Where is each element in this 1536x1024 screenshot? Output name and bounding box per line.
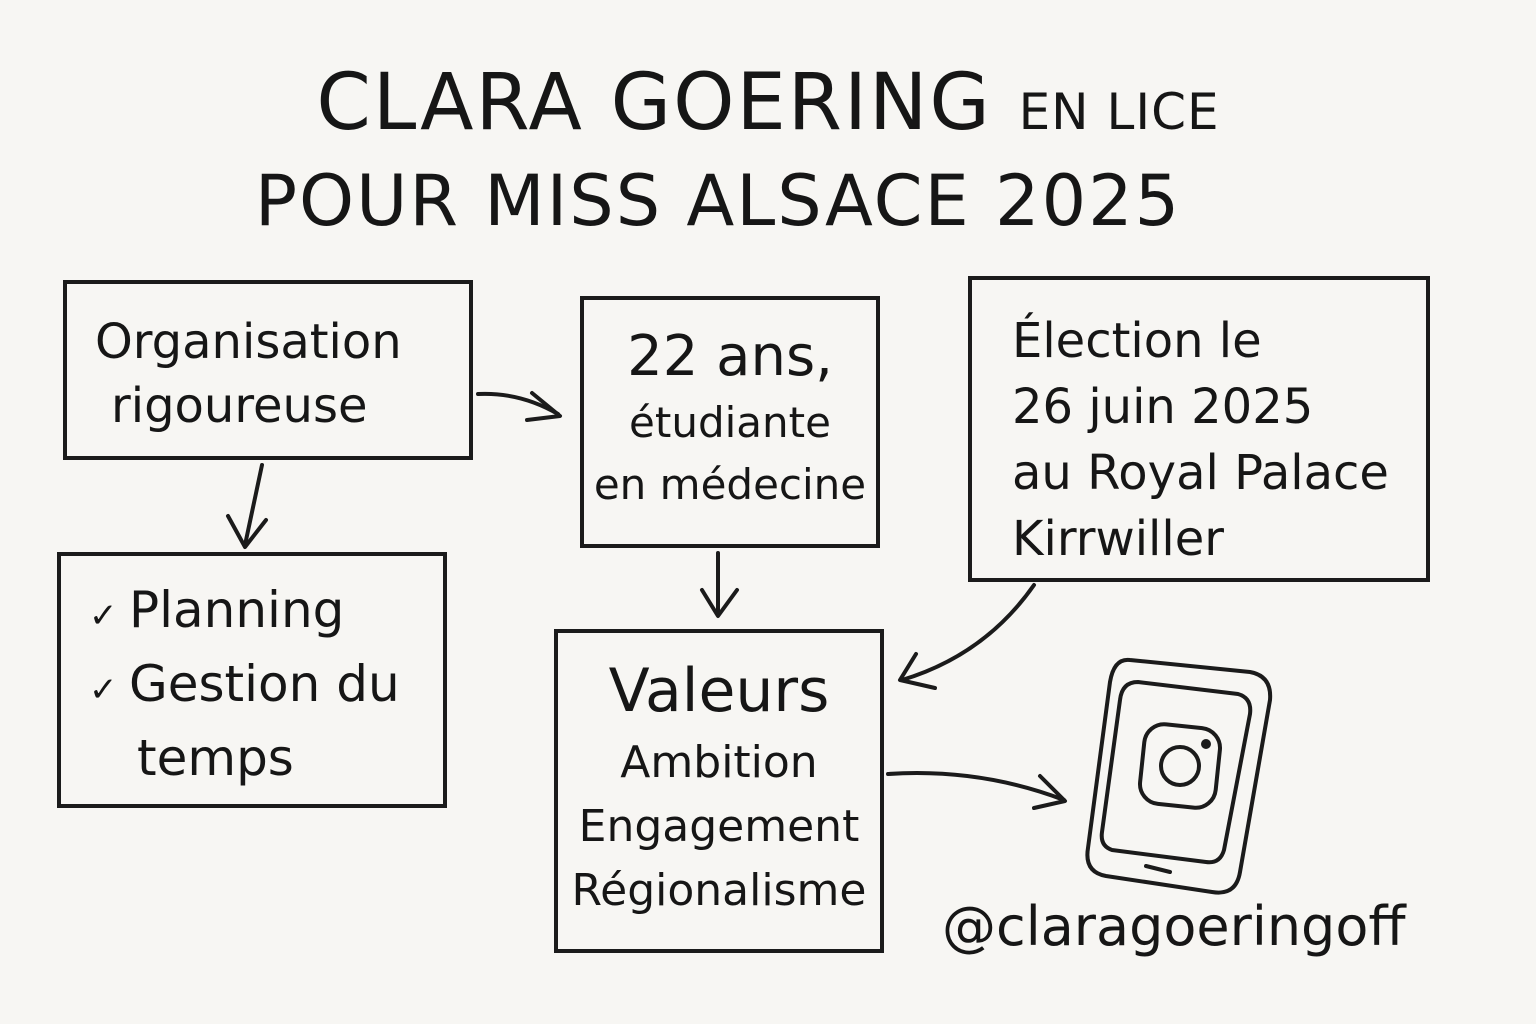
planning-item: ✓ Planning [89,576,443,650]
arrow-organisation-to-profile [476,391,562,422]
planning-box: ✓ Planning ✓ Gestion du temps [57,552,447,808]
title-line-2: pour Miss Alsace 2025 [254,160,1182,242]
election-venue: au Royal Palace [1012,445,1389,501]
profile-status: étudiante [629,398,831,447]
election-box: Élection le 26 juin 2025 au Royal Palace… [968,276,1430,582]
check-icon: ✓ [89,596,118,636]
value-engagement: Engagement [578,801,860,852]
title-name: Clara Goering [316,58,992,148]
instagram-phone-icon [1085,657,1273,895]
arrow-values-to-phone [886,771,1067,810]
value-regionalism: Régionalisme [571,865,867,916]
instagram-handle: @claragoeringoff [942,895,1406,958]
organisation-line-1: Organisation [95,314,402,370]
title-line-1: Clara Goering en lice [0,58,1536,148]
time-management-label: Gestion du [129,655,400,713]
values-box: Valeurs Ambition Engagement Régionalisme [554,629,884,953]
planning-label: Planning [129,581,345,639]
election-date: 26 juin 2025 [1012,379,1314,435]
election-line-1: Élection le [1012,313,1262,369]
organisation-box: Organisation rigoureuse [63,280,473,460]
arrow-election-to-values [898,583,1036,690]
organisation-line-2: rigoureuse [111,378,368,434]
arrow-organisation-to-planning [226,463,268,549]
profile-box: 22 ans, étudiante en médecine [580,296,880,548]
time-management-label-cont: temps [137,729,294,787]
profile-field: en médecine [593,460,867,509]
profile-age: 22 ans, [627,324,833,389]
title-suffix: en lice [1018,83,1220,141]
check-icon: ✓ [89,670,118,710]
time-management-item: ✓ Gestion du [89,650,443,724]
values-heading: Valeurs [608,656,830,726]
arrow-profile-to-values [700,551,739,618]
election-town: Kirrwiller [1012,511,1224,567]
value-ambition: Ambition [620,737,818,788]
